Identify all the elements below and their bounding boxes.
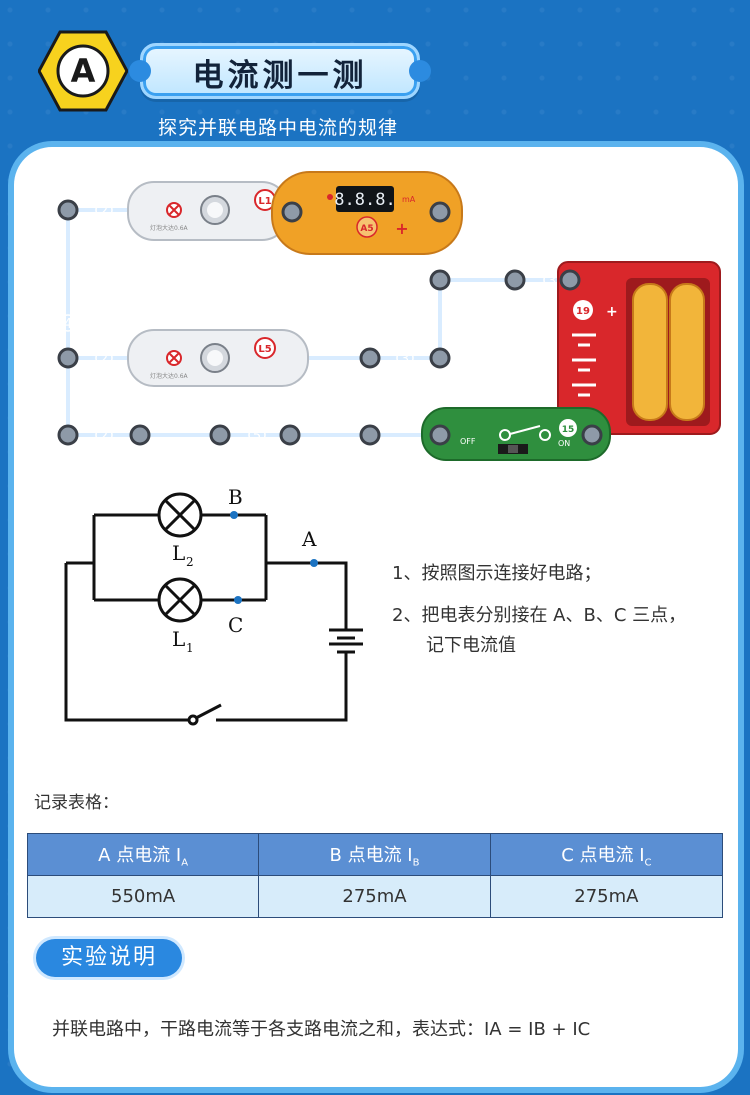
table-header-row: A 点电流 IA B 点电流 IB C 点电流 IC <box>26 833 724 876</box>
wire-number-label: 3 <box>548 274 556 289</box>
meter-display: 8.8.8. <box>334 190 395 210</box>
wire-number-label: 4 <box>64 317 72 332</box>
switch-id: 15 <box>562 425 575 435</box>
switch-module: 15 OFF ON <box>421 407 611 461</box>
header-point-b: B 点电流 IB <box>258 833 491 876</box>
circuit-kit-illustration: 2 2 2 3 3 4 5 L1 灯泡大达0.6A 8.8.8. mA A5 + <box>57 171 721 461</box>
lamp-l2-subscript: 2 <box>186 555 194 569</box>
value-point-c: 275mA <box>489 875 724 918</box>
header-point-a: A 点电流 IA <box>26 833 260 876</box>
lamp-top-note: 灯泡大达0.6A <box>150 224 189 232</box>
wire-number-label: 5 <box>253 429 261 444</box>
lamp-l1-label: L <box>172 627 185 651</box>
step-2-continued: 记下电流值 <box>426 635 516 656</box>
value-point-b: 275mA <box>258 875 491 918</box>
page-title: 电流测一测 <box>192 58 368 94</box>
lamp-top-id: L1 <box>258 196 271 207</box>
value-point-a: 550mA <box>26 875 260 918</box>
switch-off-label: OFF <box>460 437 476 446</box>
wire-number-label: 2 <box>100 204 108 219</box>
table-row: 550mA 275mA 275mA <box>26 875 724 918</box>
title-bar: 电流测一测 <box>129 43 431 99</box>
lamp-l2-label: L <box>172 541 185 565</box>
experiment-explanation-heading: 实验说明 <box>36 939 182 977</box>
record-table-label: 记录表格： <box>34 793 119 813</box>
lamp-module-top: L1 灯泡大达0.6A <box>127 181 289 241</box>
meter-id: A5 <box>360 224 373 234</box>
badge-letter: A <box>71 52 96 90</box>
battery-plus: + <box>606 304 618 320</box>
lamp-bottom-note: 灯泡大达0.6A <box>150 372 189 380</box>
meter-unit: mA <box>402 195 416 204</box>
point-a-label: A <box>301 527 317 551</box>
point-c-label: C <box>228 613 243 637</box>
instruction-steps: 1、按照图示连接好电路； 2、把电表分别接在 A、B、C 三点， 记下电流值 <box>392 563 686 677</box>
circuit-schematic: B C A L 2 L 1 <box>64 485 363 726</box>
ammeter-badge-icon: A <box>38 30 128 112</box>
header-point-c: C 点电流 IC <box>489 833 724 876</box>
conclusion-text: 并联电路中，干路电流等于各支路电流之和，表达式：IA = IB + IC <box>52 1019 591 1040</box>
battery-id: 19 <box>576 306 590 317</box>
lamp-module-bottom: L5 灯泡大达0.6A <box>127 329 309 387</box>
point-b-label: B <box>228 485 243 509</box>
wire-number-label: 3 <box>401 352 409 367</box>
meter-plus: + <box>395 219 408 238</box>
ammeter-module: 8.8.8. mA A5 + <box>271 171 463 255</box>
step-1: 1、按照图示连接好电路； <box>392 563 602 584</box>
lamp-l1-subscript: 1 <box>186 641 194 655</box>
battery-module: 19 + <box>557 261 721 435</box>
step-2: 2、把电表分别接在 A、B、C 三点， <box>392 605 687 626</box>
page-subtitle: 探究并联电路中电流的规律 <box>158 117 399 139</box>
record-table: A 点电流 IA B 点电流 IB C 点电流 IC 550mA 275mA 2… <box>26 833 724 918</box>
wire-number-label: 2 <box>100 352 108 367</box>
lamp-bottom-id: L5 <box>258 344 271 355</box>
switch-on-label: ON <box>558 439 570 448</box>
wire-number-label: 2 <box>100 429 108 444</box>
